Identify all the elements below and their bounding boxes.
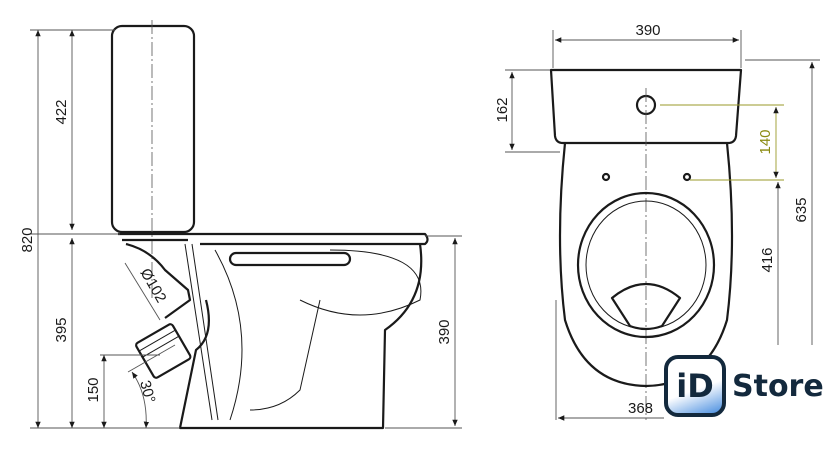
dim-tank-depth: 162 [494, 97, 511, 122]
logo-badge: iD [664, 355, 726, 417]
dim-bowl-depth: 416 [759, 247, 776, 272]
dim-outlet-diameter: Ø102 [137, 266, 170, 306]
dim-total-height: 820 [19, 227, 36, 252]
bowl-top-outline [558, 142, 734, 388]
dim-hole-spacing: 140 [757, 129, 774, 154]
seat-outline [118, 232, 429, 246]
dim-partial-width: 368 [628, 400, 653, 417]
logo-text: Store [732, 368, 824, 404]
top-view: 390 162 140 635 416 368 [494, 22, 820, 421]
dim-bowl-height: 390 [436, 319, 453, 344]
dim-tank-height: 422 [53, 99, 70, 124]
dim-outlet-height: 150 [85, 377, 102, 402]
side-view: 820 422 395 150 Ø102 30° 390 [19, 20, 462, 430]
dim-seat-height: 395 [53, 317, 70, 342]
dim-width: 390 [635, 22, 660, 39]
dim-outlet-angle: 30° [136, 379, 158, 405]
cistern-tank [110, 24, 196, 234]
bowl-outline [178, 243, 423, 430]
idstore-logo: iD Store [664, 355, 824, 417]
dim-total-depth: 635 [793, 197, 810, 222]
